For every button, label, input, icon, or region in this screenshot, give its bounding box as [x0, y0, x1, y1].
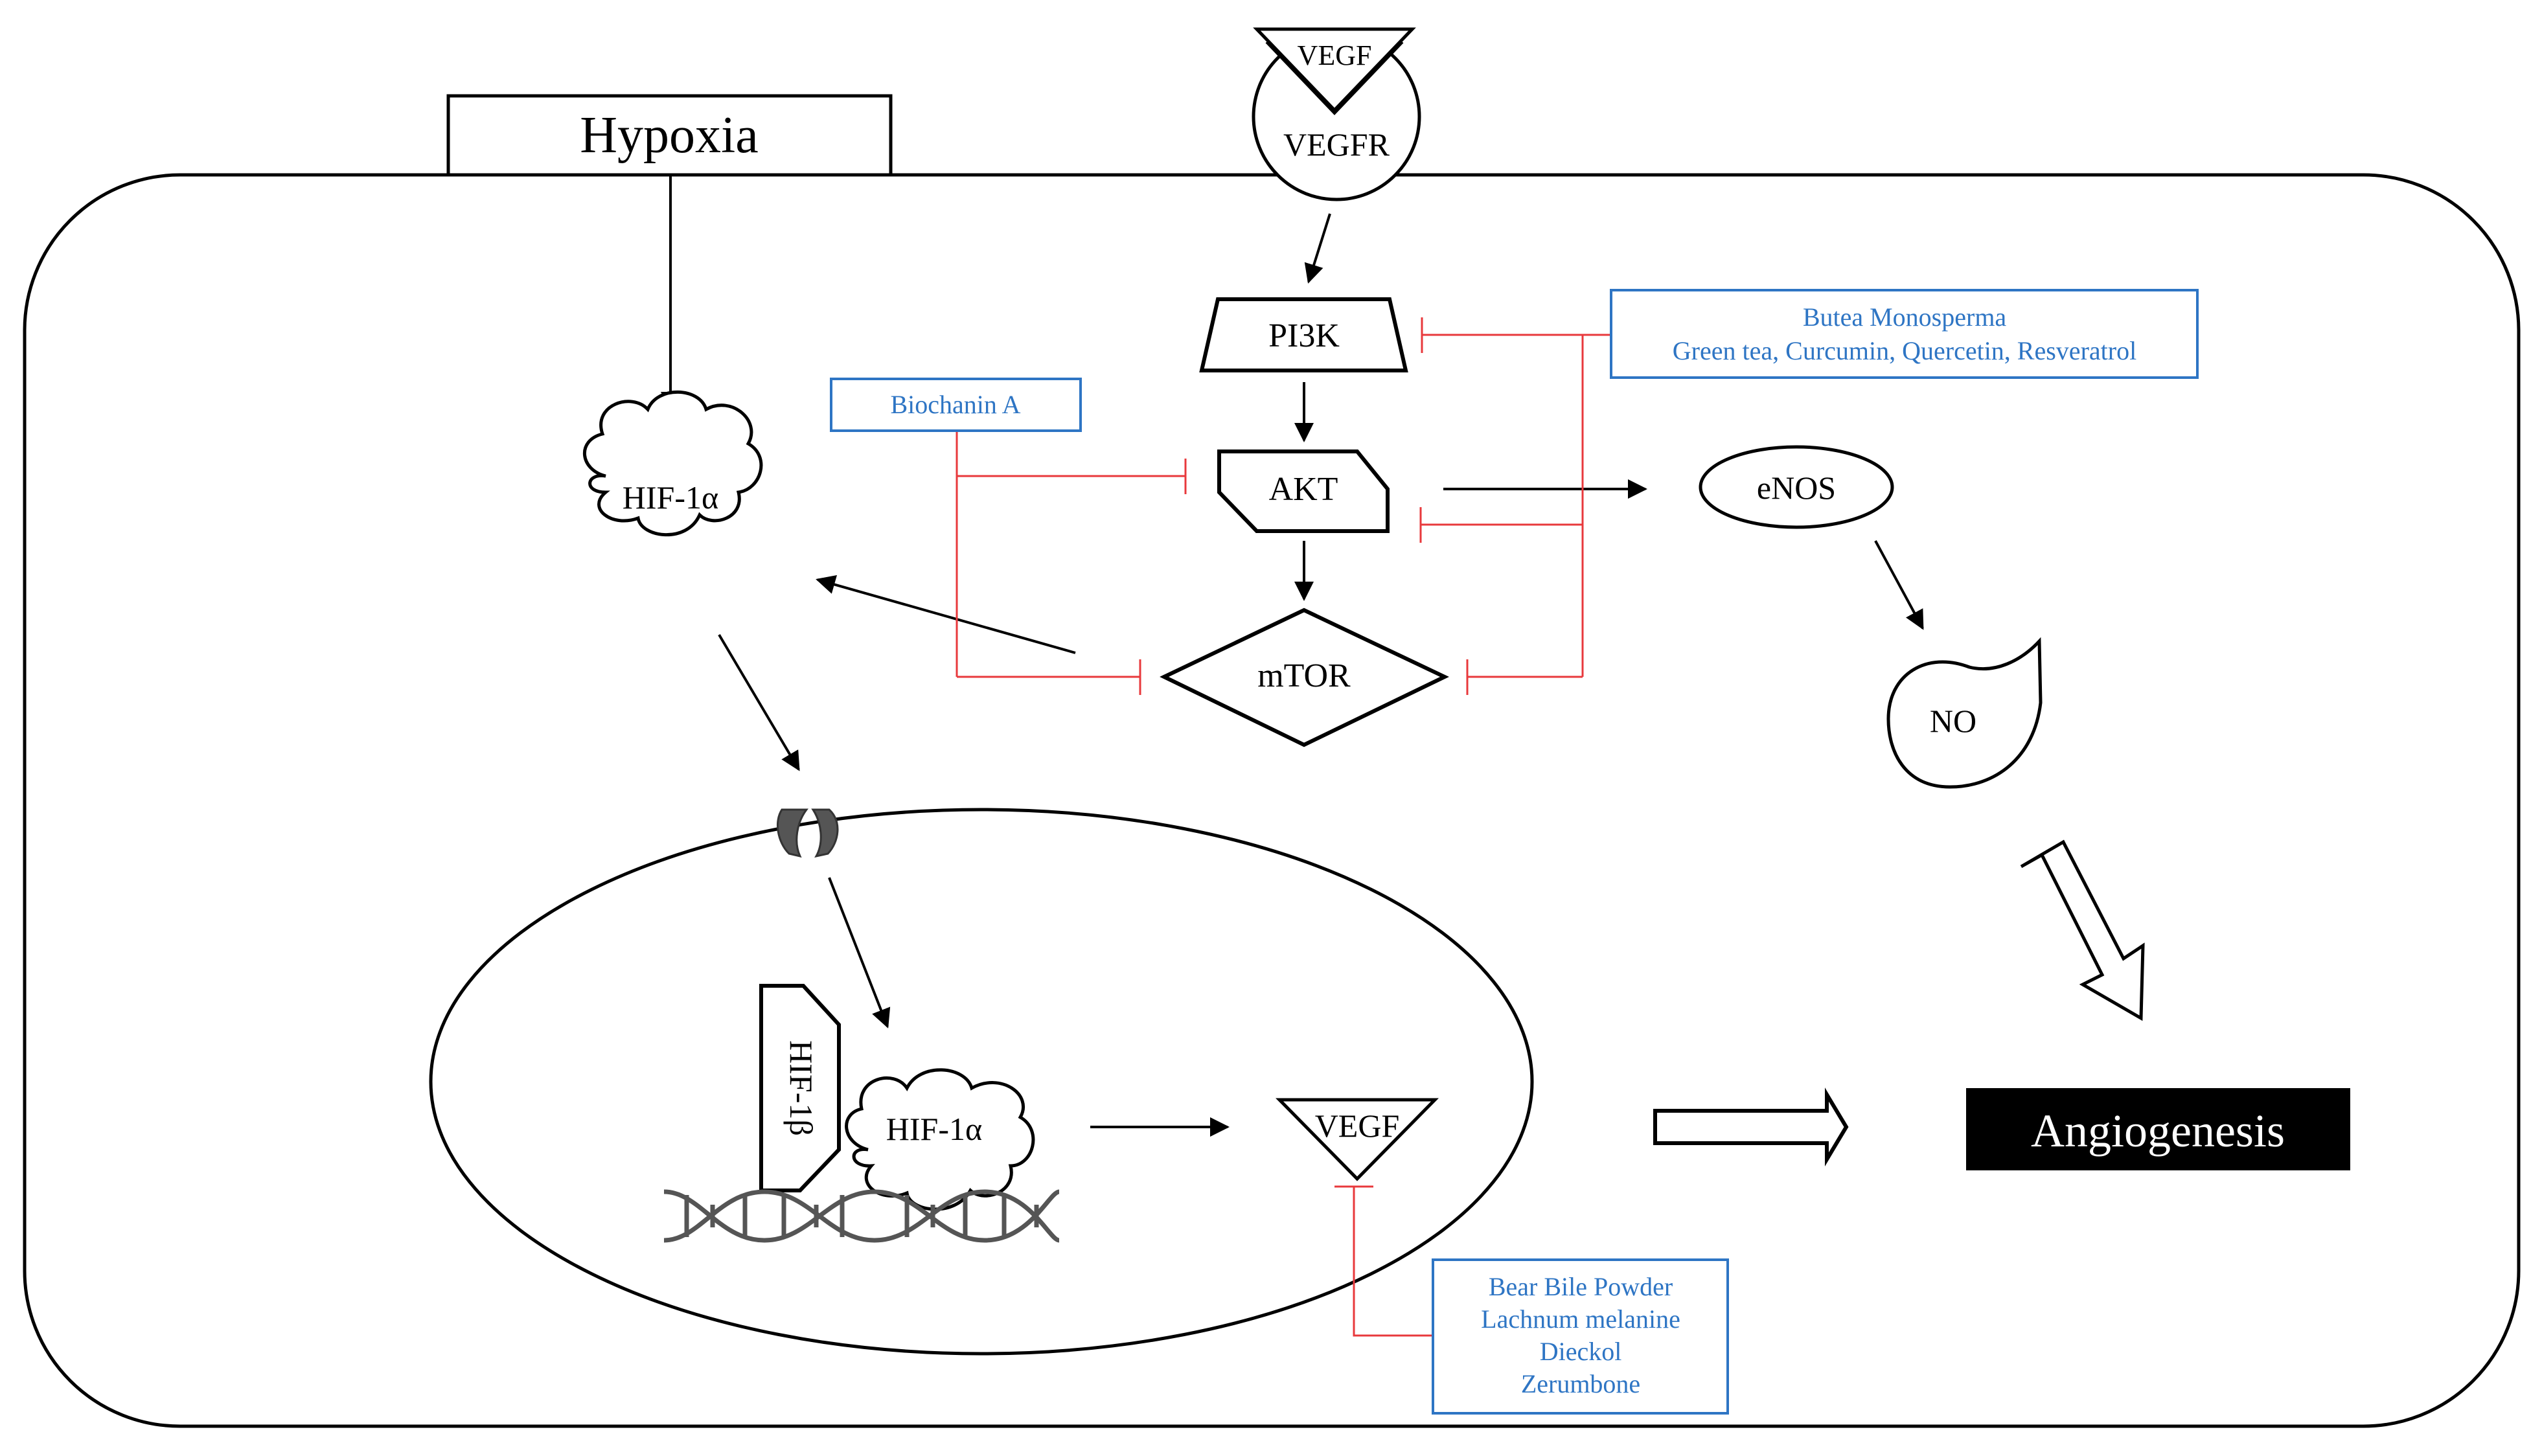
vegf-nuc-label: VEGF [1315, 1108, 1400, 1144]
vegf-top-label: VEGF [1298, 40, 1372, 71]
no-label: NO [1930, 703, 1976, 739]
vegfr-label: VEGFR [1283, 126, 1390, 163]
inhibitor-box-pi3k-akt-mtor: Butea Monosperma Green tea, Curcumin, Qu… [1610, 289, 2199, 379]
arrow-hif1a-pore [718, 633, 800, 771]
hypoxia-box: Hypoxia [446, 94, 893, 177]
inhibitor-lachnum: Lachnum melanine [1481, 1304, 1680, 1334]
enos-label: eNOS [1757, 470, 1836, 506]
hif1a-cyto-label: HIF-1α [623, 479, 718, 516]
hif1b-node: HIF-1β [759, 984, 841, 1192]
no-node: NO [1886, 637, 2043, 789]
inhibitor-zerumbone: Zerumbone [1521, 1369, 1640, 1398]
mtor-label: mTOR [1257, 657, 1351, 694]
inhibitor-box-vegf: Bear Bile Powder Lachnum melanine Diecko… [1432, 1258, 1729, 1415]
inhibition-lines [956, 317, 1610, 1337]
akt-node: AKT [1217, 449, 1390, 533]
pi3k-label: PI3K [1268, 317, 1340, 354]
hif1a-nucleus: HIF-1α [845, 1068, 1035, 1211]
hif1a-cytoplasm: HIF-1α [583, 390, 763, 537]
inhibitor-green-tea: Green tea, Curcumin, Quercetin, Resverat… [1673, 336, 2136, 365]
pi3k-node: PI3K [1199, 297, 1408, 372]
vegf-ligand-top: VEGF [1253, 27, 1416, 115]
vegfr-receptor: VEGFR [1252, 32, 1421, 201]
inhibitor-bear-bile: Bear Bile Powder [1489, 1272, 1673, 1301]
arrow-enos-no [1874, 540, 1924, 630]
arrow-pore-hif1a-nucleus [828, 877, 891, 1029]
hollow-arrow-nucleus-angiogenesis [1653, 1087, 1849, 1166]
inhibitor-box-biochanin: Biochanin A [830, 378, 1082, 432]
enos-node: eNOS [1699, 445, 1894, 529]
vegf-nucleus-node: VEGF [1276, 1098, 1439, 1181]
arrow-vegfr-pi3k [1304, 213, 1331, 284]
arrow-mtor-hif1a [816, 574, 1076, 654]
cell-membrane [23, 173, 2521, 1428]
angiogenesis-label: Angiogenesis [2031, 1105, 2285, 1157]
hollow-arrow-no-angiogenesis [2020, 839, 2145, 1021]
nuclear-pore [777, 808, 839, 858]
inhibitor-dieckol: Dieckol [1540, 1337, 1622, 1366]
inhibit-vegf-nucleus [1353, 1187, 1432, 1337]
inhibitor-butea: Butea Monosperma [1803, 302, 2007, 332]
inhibitor-biochanin: Biochanin A [890, 390, 1020, 419]
nucleus [429, 808, 1534, 1356]
angiogenesis-box: Angiogenesis [1966, 1088, 2350, 1170]
hypoxia-label: Hypoxia [580, 107, 759, 164]
hif1b-label: HIF-1β [783, 1040, 819, 1136]
dna-helix [663, 1189, 1060, 1243]
mtor-node: mTOR [1160, 608, 1449, 747]
hif1a-nuc-label: HIF-1α [886, 1111, 982, 1147]
akt-label: AKT [1269, 471, 1338, 508]
